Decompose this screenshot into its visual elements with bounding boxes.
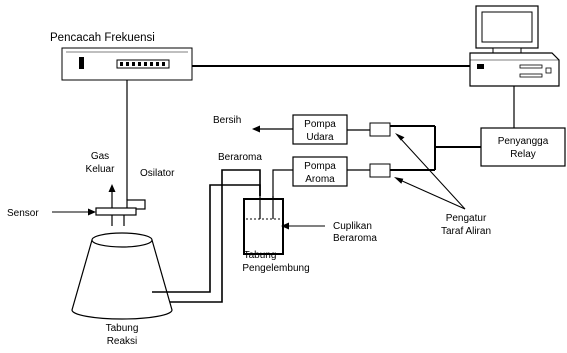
aromatic-sample-label-1: Cuplikan xyxy=(333,221,372,232)
sensor-label: Sensor xyxy=(7,208,39,219)
gas-out-label-2: Keluar xyxy=(86,164,116,175)
aromatic-sample-label-2: Beraroma xyxy=(333,233,377,244)
flow-regulator-pointers xyxy=(394,133,466,210)
bubbler-label-1: Tabung xyxy=(244,250,277,261)
air-flow-regulator xyxy=(369,122,391,137)
computer xyxy=(469,5,560,87)
clean-label: Bersih xyxy=(213,115,241,126)
relay-pump-wiring xyxy=(390,125,481,171)
bubbler-outlet-tube xyxy=(146,169,261,303)
reaction-tube-label-1: Tabung xyxy=(106,323,139,334)
air-pump-label-2: Udara xyxy=(306,132,334,143)
flow-regulator-label-2: Taraf Aliran xyxy=(441,226,491,237)
gas-out-arrow xyxy=(108,184,116,192)
aroma-pump-box xyxy=(292,156,348,187)
sensor-arrow xyxy=(88,208,96,216)
relay-buffer-box xyxy=(480,127,566,167)
air-pump-label-1: Pompa xyxy=(304,119,336,130)
aroma-pump-label-2: Aroma xyxy=(305,174,335,185)
bubbler-tube xyxy=(243,198,284,255)
aromatic-label: Beraroma xyxy=(218,152,262,163)
bubbler-label-2: Pengelembung xyxy=(242,263,309,274)
clean-air-arrow xyxy=(252,125,260,133)
aroma-pump-label-1: Pompa xyxy=(304,161,336,172)
reaction-inlet-tube xyxy=(152,184,261,293)
frequency-counter-label: Pencacah Frekuensi xyxy=(50,32,155,44)
reaction-tube-label-2: Reaksi xyxy=(107,336,138,347)
oscillator-label: Osilator xyxy=(140,168,175,179)
sample-arrow xyxy=(281,222,289,230)
gas-out-label-1: Gas xyxy=(91,151,109,162)
relay-buffer-label-2: Relay xyxy=(510,149,536,160)
relay-buffer-label-1: Penyangga xyxy=(498,136,549,147)
sensor-plate xyxy=(95,207,137,216)
aroma-flow-regulator xyxy=(369,163,391,178)
frequency-counter xyxy=(61,47,193,81)
reaction-tube xyxy=(71,232,173,320)
flow-regulator-label-1: Pengatur xyxy=(446,213,487,224)
